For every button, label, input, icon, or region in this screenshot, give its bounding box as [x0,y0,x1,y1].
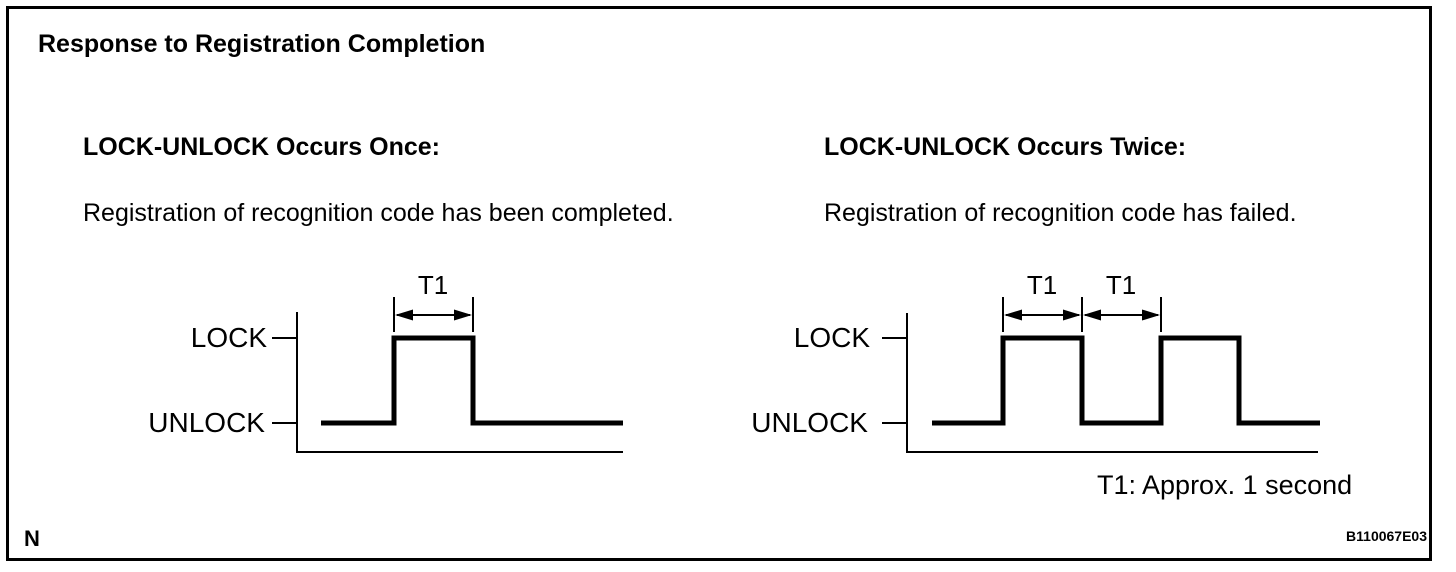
lock-level-label: LOCK [794,322,871,353]
dimension-label-t1: T1 [418,270,448,300]
panel-twice-heading: LOCK-UNLOCK Occurs Twice: [824,133,1187,161]
arrowhead-right-icon [1142,309,1160,321]
waveform-diagram-twice: T1 T1 LOCK UNLOCK [751,270,1320,453]
corner-label-n: N [24,526,40,551]
panel-once-description: Registration of recognition code has bee… [83,199,674,227]
signal-trace [321,335,623,426]
dimension-label-t1: T1 [1106,270,1136,300]
unlock-level-label: UNLOCK [751,407,868,438]
figure-code: B110067E03 [1346,528,1427,544]
figure-border [6,6,1432,561]
signal-trace [932,335,1320,426]
panel-once-heading: LOCK-UNLOCK Occurs Once: [83,133,440,161]
arrowhead-right-icon [454,309,472,321]
waveform-diagram-once: T1 LOCK UNLOCK [148,270,623,453]
timing-note: T1: Approx. 1 second [1097,470,1353,500]
panel-twice-description: Registration of recognition code has fai… [824,199,1297,227]
unlock-level-label: UNLOCK [148,407,265,438]
lock-level-label: LOCK [191,322,268,353]
dimension-label-t1: T1 [1027,270,1057,300]
page-title: Response to Registration Completion [38,30,486,58]
arrowhead-left-icon [1083,309,1101,321]
arrowhead-right-icon [1063,309,1081,321]
arrowhead-left-icon [1004,309,1022,321]
arrowhead-left-icon [395,309,413,321]
